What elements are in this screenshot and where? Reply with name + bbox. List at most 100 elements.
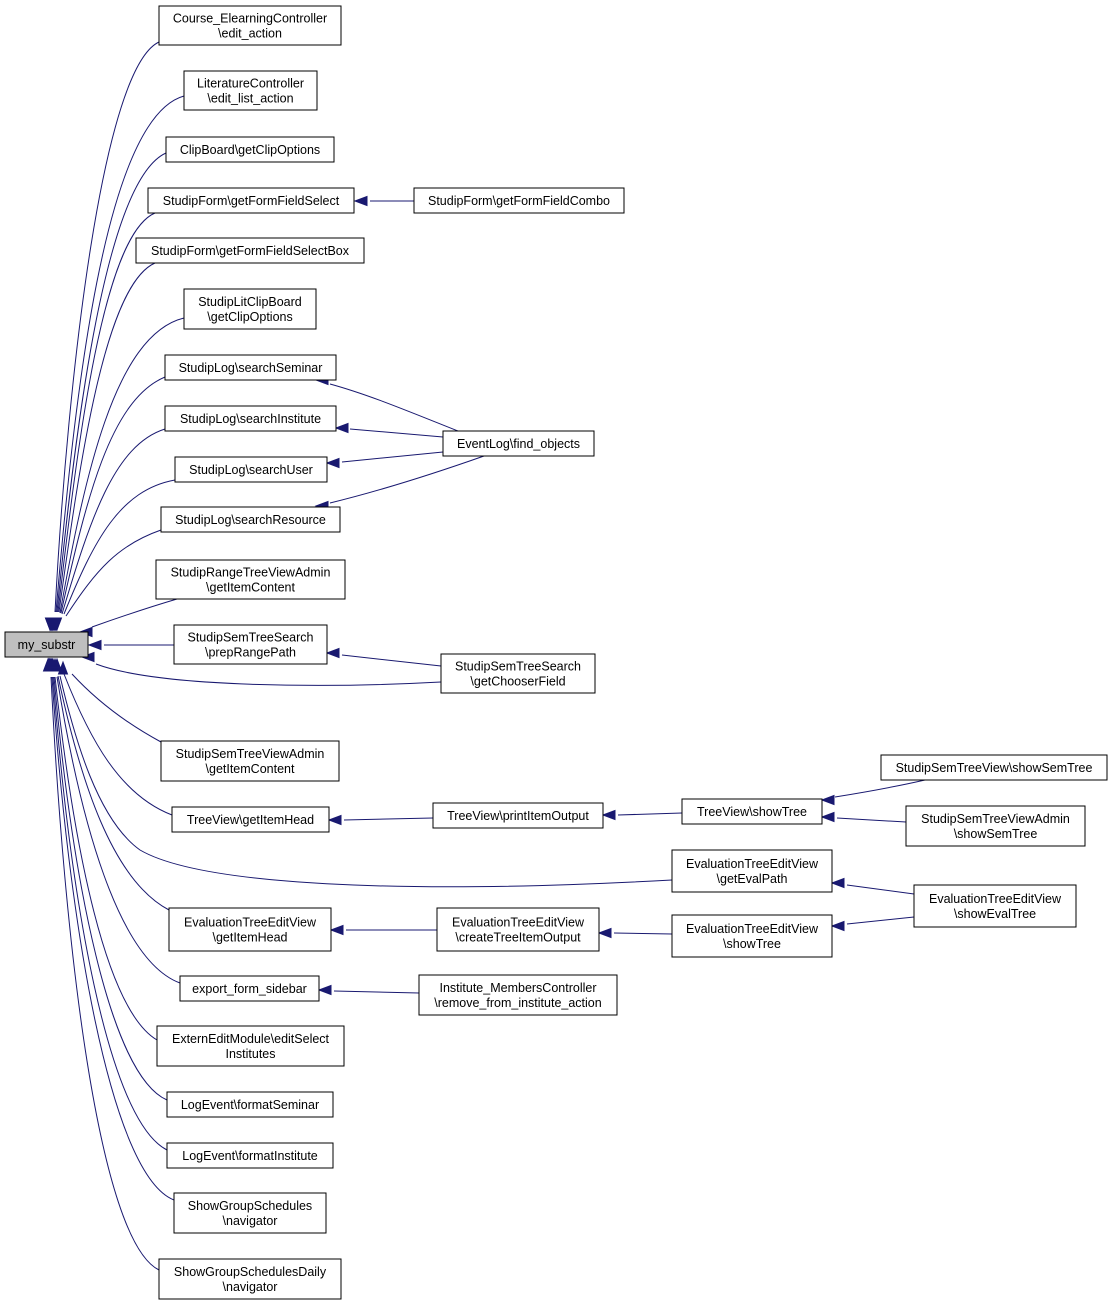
edge-line (57, 675, 170, 911)
node-label-line: \getItemContent (206, 581, 295, 595)
function-node[interactable]: StudipSemTreeViewAdmin\showSemTree (905, 805, 1086, 847)
edge-n19-to-root (43, 657, 168, 1151)
function-node[interactable]: EvaluationTreeEditView\getEvalPath (671, 849, 833, 893)
root-node[interactable]: my_substr (4, 631, 89, 658)
edge-n23-to-n7 (314, 374, 459, 432)
edge-line (61, 428, 166, 615)
function-node[interactable]: StudipForm\getFormFieldCombo (413, 187, 625, 214)
function-node[interactable]: Course_ElearningController\edit_action (158, 5, 342, 46)
edge-n33-to-n30 (830, 916, 915, 932)
node-label-line: StudipLog\searchSeminar (179, 361, 323, 375)
edge-line (54, 676, 158, 1041)
function-node[interactable]: StudipForm\getFormFieldSelectBox (135, 237, 365, 264)
edge-line (60, 376, 166, 614)
edge-n32-to-n28 (820, 811, 907, 823)
function-node[interactable]: StudipSemTreeView\showSemTree (880, 754, 1108, 781)
function-node[interactable]: StudipSemTreeViewAdmin\getItemContent (160, 740, 340, 782)
node-box (160, 740, 340, 782)
arrowhead-icon (830, 920, 845, 932)
function-node[interactable]: TreeView\showTree (681, 798, 823, 825)
function-node[interactable]: StudipLitClipBoard\getClipOptions (183, 288, 317, 330)
function-node[interactable]: LogEvent\formatSeminar (166, 1091, 334, 1118)
node-label-line: EvaluationTreeEditView (686, 922, 819, 936)
node-box (166, 1091, 334, 1118)
node-box (179, 975, 320, 1002)
arrowhead-icon (51, 617, 63, 632)
edge-n20-to-root (43, 657, 175, 1201)
function-node[interactable]: TreeView\printItemOutput (432, 802, 604, 829)
node-label-line: TreeView\getItemHead (187, 813, 314, 827)
function-node[interactable]: EvaluationTreeEditView\showTree (671, 914, 833, 958)
function-node[interactable]: StudipForm\getFormFieldSelect (147, 187, 355, 214)
node-box (164, 354, 337, 381)
node-box (413, 187, 625, 214)
edge-n23-to-n10 (314, 455, 485, 512)
function-node[interactable]: StudipSemTreeSearch\prepRangePath (173, 624, 328, 665)
function-node[interactable]: StudipLog\searchUser (174, 456, 328, 483)
node-box (160, 506, 341, 533)
edge-n2-to-root (44, 95, 185, 632)
node-box (158, 1258, 342, 1300)
edge-n15-to-root (47, 657, 170, 911)
node-label-line: StudipForm\getFormFieldSelectBox (151, 244, 350, 258)
function-node[interactable]: StudipSemTreeSearch\getChooserField (440, 653, 596, 694)
function-node[interactable]: LiteratureController\edit_list_action (183, 70, 318, 111)
edge-line (71, 673, 162, 743)
node-label-line: \getItemHead (212, 931, 287, 945)
node-label-line: \navigator (223, 1280, 278, 1294)
node-box (671, 914, 833, 958)
function-node[interactable]: EvaluationTreeEditView\getItemHead (168, 907, 332, 952)
edge-line (63, 673, 173, 816)
node-box (164, 405, 337, 432)
node-label-line: \navigator (223, 1214, 278, 1228)
edge-line (329, 455, 485, 504)
node-box (174, 456, 328, 483)
function-node[interactable]: EvaluationTreeEditView\createTreeItemOut… (436, 907, 600, 952)
edge-line (50, 676, 160, 1271)
function-node[interactable]: StudipRangeTreeViewAdmin\getItemContent (155, 559, 346, 600)
function-node[interactable]: ShowGroupSchedules\navigator (173, 1192, 327, 1234)
edge-line (91, 598, 178, 628)
function-node[interactable]: StudipLog\searchSeminar (164, 354, 337, 381)
edge-line (56, 676, 181, 984)
node-box (135, 237, 365, 264)
node-label-line: ShowGroupSchedulesDaily (174, 1265, 327, 1279)
edge-n30-to-n26 (597, 927, 673, 939)
function-node[interactable]: TreeView\getItemHead (171, 806, 330, 833)
function-node[interactable]: EventLog\find_objects (442, 430, 595, 457)
function-node[interactable]: Institute_MembersController\remove_from_… (418, 974, 618, 1016)
edge-n26-to-n15 (329, 924, 437, 936)
function-node[interactable]: LogEvent\formatInstitute (166, 1142, 334, 1169)
node-box (173, 624, 328, 665)
edge-line (58, 262, 156, 613)
node-label-line: Institute_MembersController (439, 981, 596, 995)
node-label-line: \getClipOptions (207, 310, 292, 324)
node-label-line: \getItemContent (206, 762, 295, 776)
node-label-line: \getChooserField (470, 675, 565, 689)
function-node[interactable]: StudipLog\searchInstitute (164, 405, 337, 432)
node-label-line: LogEvent\formatSeminar (181, 1098, 319, 1112)
edge-line (341, 654, 442, 667)
node-label-line: EvaluationTreeEditView (686, 857, 819, 871)
node-label-line: ExternEditModule\editSelect (172, 1032, 330, 1046)
node-label-line: LiteratureController (197, 77, 304, 91)
edge-n4-to-root (46, 212, 156, 632)
edge-line (59, 675, 673, 888)
function-node[interactable]: EvaluationTreeEditView\showEvalTree (913, 884, 1077, 928)
edge-line (52, 676, 168, 1151)
edge-line (329, 383, 459, 432)
node-box (147, 187, 355, 214)
node-label-line: StudipLog\searchInstitute (180, 412, 321, 426)
function-node[interactable]: StudipLog\searchResource (160, 506, 341, 533)
edge-n24-to-n12 (325, 647, 442, 667)
node-box (158, 5, 342, 46)
edge-n5-to-root (46, 262, 156, 632)
function-node[interactable]: ClipBoard\getClipOptions (165, 136, 335, 163)
node-box (156, 1025, 345, 1067)
function-node[interactable]: ShowGroupSchedulesDaily\navigator (158, 1258, 342, 1300)
edge-n22-to-n4 (353, 195, 414, 207)
function-node[interactable]: export_form_sidebar (179, 975, 320, 1002)
node-label-line: StudipLog\searchUser (189, 463, 313, 477)
